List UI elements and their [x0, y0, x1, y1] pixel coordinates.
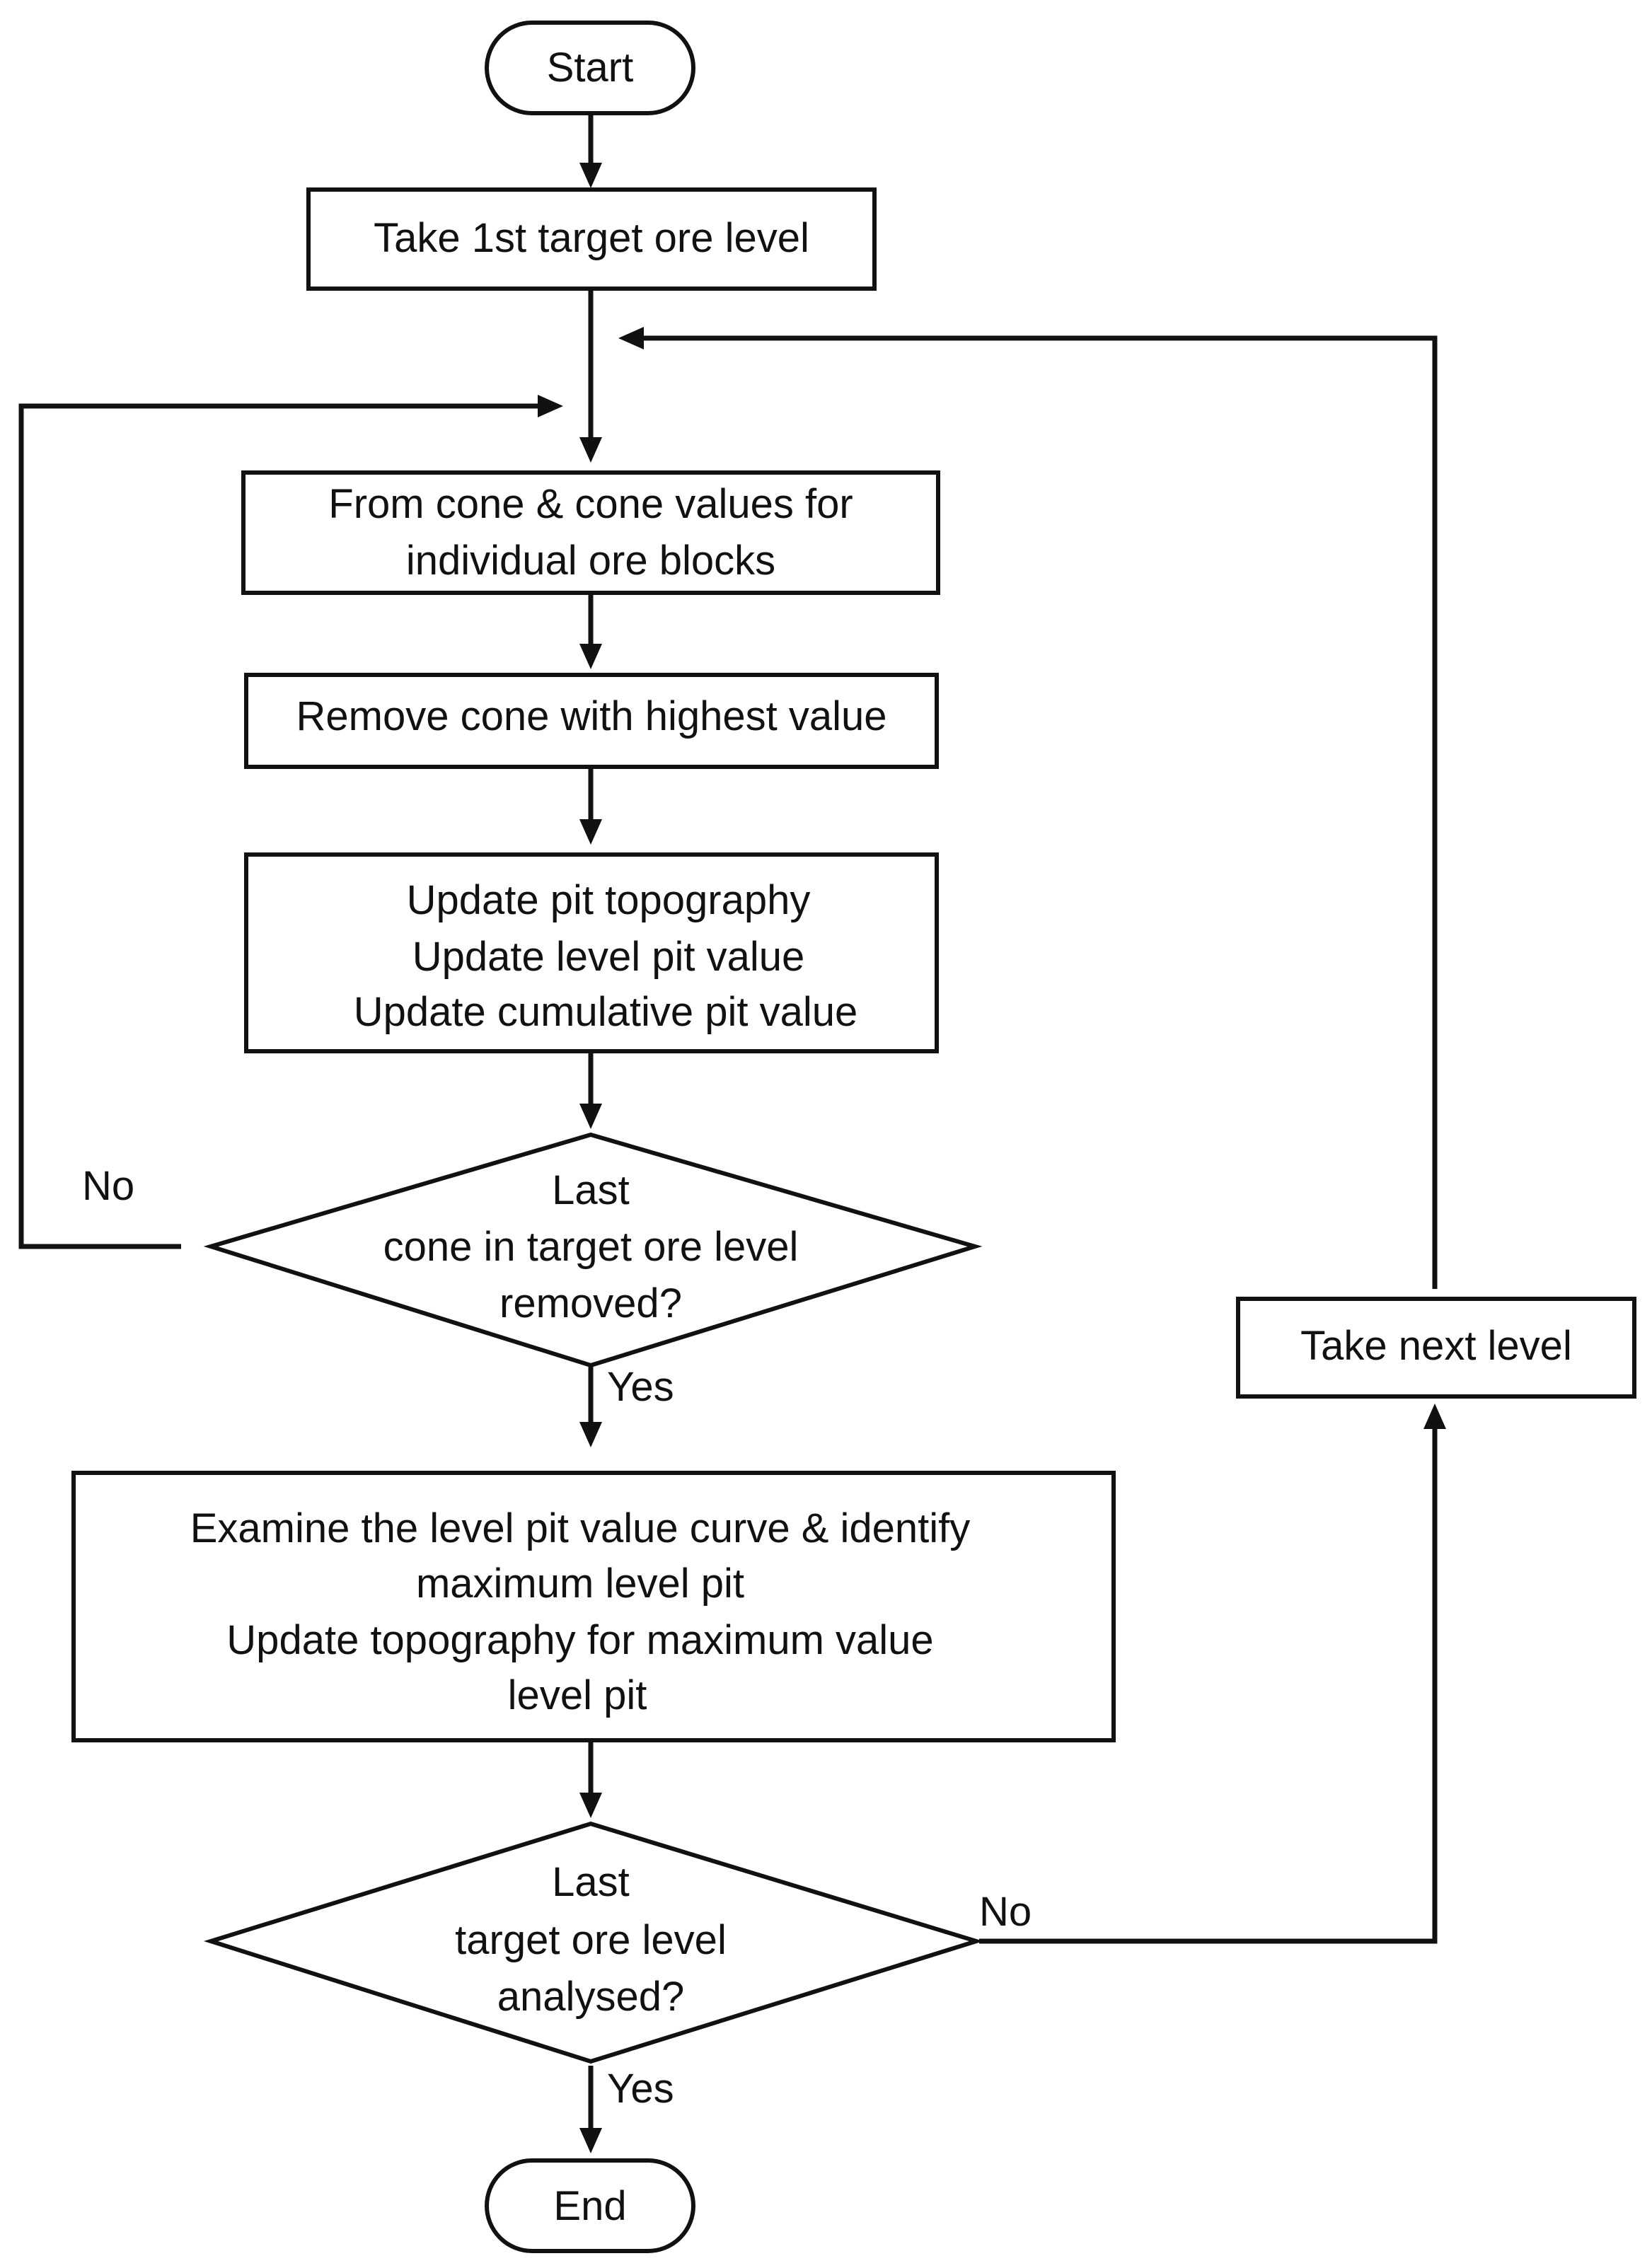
decision-last-level-line-3: analysed? — [497, 1974, 684, 2020]
arrow-examine-to-decision-level — [579, 1740, 602, 1818]
update-label-line-1: Update pit topography — [407, 877, 811, 923]
decision-last-level-line-1: Last — [552, 1859, 630, 1905]
decision-last-cone-line-1: Last — [552, 1167, 630, 1213]
end-label: End — [553, 2183, 626, 2229]
decision-last-cone-line-3: removed? — [499, 1280, 682, 1326]
take-next-level-label: Take next level — [1300, 1323, 1572, 1369]
decision-last-level-line-2: target ore level — [455, 1917, 727, 1963]
decision-last-cone: Last cone in target ore level removed? — [203, 1132, 983, 1368]
edge-label-level-no: No — [979, 1889, 1032, 1935]
arrow-cone-no-loop — [18, 395, 563, 1249]
examine-label-line-3: Update topography for maximum value — [226, 1617, 933, 1663]
arrow-form-cone-to-remove — [579, 593, 602, 669]
form-cone-label-line-2: individual ore blocks — [406, 538, 775, 584]
start-label: Start — [547, 45, 634, 91]
arrow-cone-yes-to-examine — [579, 1365, 602, 1447]
decision-last-cone-line-2: cone in target ore level — [383, 1224, 799, 1270]
arrow-take-next-loop — [618, 327, 1438, 1289]
examine-label-line-1: Examine the level pit value curve & iden… — [190, 1505, 971, 1551]
edge-label-cone-yes: Yes — [607, 1364, 674, 1410]
take-first-level-box: Take 1st target ore level — [306, 187, 877, 291]
form-cone-label-line-1: From cone & cone values for — [328, 481, 853, 527]
remove-cone-label: Remove cone with highest value — [296, 693, 886, 739]
end-node: End — [485, 2158, 695, 2253]
form-cone-box: From cone & cone values for individual o… — [241, 470, 940, 595]
arrow-level-yes-to-end — [579, 2066, 602, 2153]
update-label-line-2: Update level pit value — [412, 934, 805, 980]
connectors — [18, 113, 1446, 2153]
update-label-line-3: Update cumulative pit value — [354, 989, 858, 1035]
arrow-take-first-to-form-cone — [579, 289, 602, 463]
examine-label-line-2: maximum level pit — [416, 1561, 744, 1607]
start-node: Start — [485, 21, 695, 115]
edge-label-cone-no: No — [82, 1163, 134, 1209]
examine-box: Examine the level pit value curve & iden… — [71, 1471, 1116, 1742]
take-first-level-label: Take 1st target ore level — [374, 215, 809, 261]
remove-cone-box: Remove cone with highest value — [244, 673, 939, 769]
examine-label-line-4: level pit — [508, 1672, 647, 1718]
update-box: Update pit topography Update level pit v… — [244, 852, 939, 1053]
arrow-start-to-take-first — [579, 113, 602, 188]
take-next-level-box: Take next level — [1236, 1297, 1636, 1399]
arrow-remove-to-update — [579, 767, 602, 845]
decision-last-level: Last target ore level analysed? — [203, 1821, 984, 2064]
arrow-level-no-to-take-next — [979, 1404, 1446, 1944]
edge-label-level-yes: Yes — [607, 2066, 674, 2112]
arrow-update-to-decision-cone — [579, 1051, 602, 1129]
